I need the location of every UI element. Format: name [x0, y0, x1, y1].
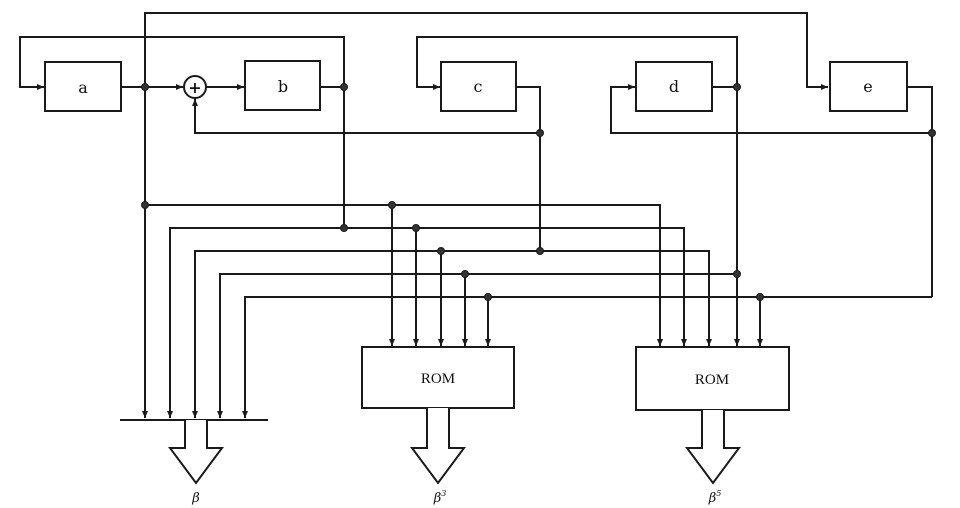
output-label-2: β3: [433, 489, 447, 506]
block-b-label: b: [278, 77, 288, 96]
junction-dots: [141, 83, 936, 301]
wire-e-out: [907, 86, 933, 297]
rom-2-label: ROM: [695, 372, 729, 388]
adder: +: [183, 75, 207, 99]
rom-2: ROM: [635, 346, 790, 411]
bus-line-5: [242, 296, 932, 418]
block-a-label: a: [78, 78, 88, 97]
block-b: b: [244, 60, 321, 111]
block-e-label: e: [863, 77, 872, 96]
output-arrow-1: [168, 420, 224, 485]
block-c-label: c: [474, 77, 483, 96]
output-arrow-3: [685, 410, 741, 485]
rom-1: ROM: [361, 346, 515, 409]
block-d: d: [635, 61, 713, 112]
wire-b-out: [320, 86, 345, 228]
wire-a-feedback: [19, 36, 345, 90]
wire-d-feedback: [610, 84, 932, 134]
output-arrow-2: [410, 408, 466, 485]
bus-line-1: [145, 204, 663, 346]
output-label-1: β: [191, 491, 200, 506]
output-label-3: β5: [708, 489, 722, 506]
block-d-label: d: [669, 77, 679, 96]
bus-line-4: [217, 273, 737, 418]
wire-c-out: [516, 86, 541, 251]
adder-plus-icon: +: [188, 78, 201, 97]
wires: [19, 12, 933, 421]
wire-a-to-e: [144, 12, 828, 205]
rom-1-label: ROM: [421, 371, 455, 387]
block-e: e: [829, 61, 908, 112]
wire-c-to-adder: [192, 99, 540, 134]
block-c: c: [440, 61, 517, 112]
wire-c-feedback: [416, 36, 738, 90]
block-a: a: [44, 61, 122, 112]
wire-d-out: [712, 86, 740, 346]
